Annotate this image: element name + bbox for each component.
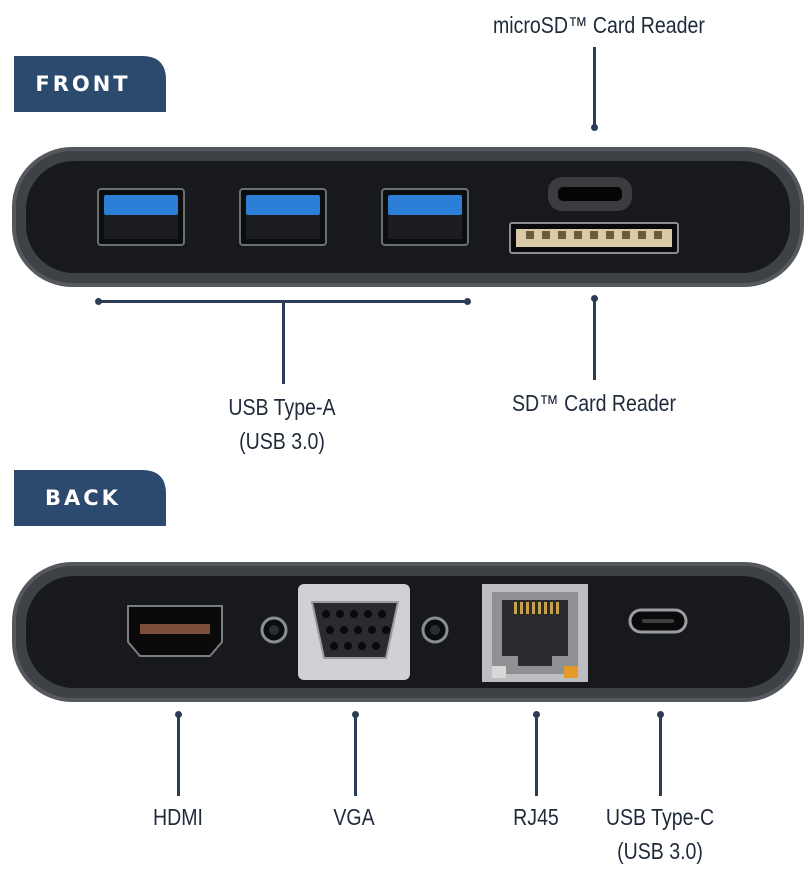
back-device-illustration xyxy=(12,562,804,702)
vga-screw-left xyxy=(260,616,288,644)
usb-a-bracket-line xyxy=(98,300,468,303)
vga-screw-right xyxy=(421,616,449,644)
rj45-port xyxy=(482,584,588,682)
usb-a-port-2 xyxy=(239,188,327,246)
usb-c-label: USB Type-C (USB 3.0) xyxy=(605,804,715,864)
rj45-callout-line xyxy=(535,714,538,796)
hdmi-label: HDMI xyxy=(153,804,203,830)
sd-label: SD™ Card Reader xyxy=(511,390,677,416)
front-tab-label: FRONT xyxy=(35,72,131,96)
vga-port xyxy=(298,584,410,680)
usb-a-port-3 xyxy=(381,188,469,246)
sd-callout-line xyxy=(593,298,596,380)
usb-a-callout-line xyxy=(282,302,285,384)
microsd-callout-dot xyxy=(591,124,598,131)
vga-label: VGA xyxy=(333,804,375,830)
sd-slot xyxy=(509,222,679,254)
usb-c-port xyxy=(628,608,688,634)
rj45-label: RJ45 xyxy=(513,804,559,830)
tab-shape xyxy=(14,56,166,112)
back-section-tab: BACK xyxy=(14,470,166,526)
usb-a-label: USB Type-A (USB 3.0) xyxy=(228,394,336,454)
tab-shape xyxy=(14,470,166,526)
back-tab-label: BACK xyxy=(45,486,121,510)
front-device-illustration xyxy=(12,147,804,287)
hdmi-callout-line xyxy=(177,714,180,796)
usb-c-callout-line xyxy=(659,714,662,796)
front-section-tab: FRONT xyxy=(14,56,166,112)
vga-callout-line xyxy=(354,714,357,796)
microsd-slot xyxy=(548,177,632,211)
hdmi-port xyxy=(127,605,223,657)
usb-a-bracket-right-dot xyxy=(464,298,471,305)
microsd-label: microSD™ Card Reader xyxy=(493,12,705,38)
usb-a-port-1 xyxy=(97,188,185,246)
microsd-callout-line xyxy=(593,47,596,127)
